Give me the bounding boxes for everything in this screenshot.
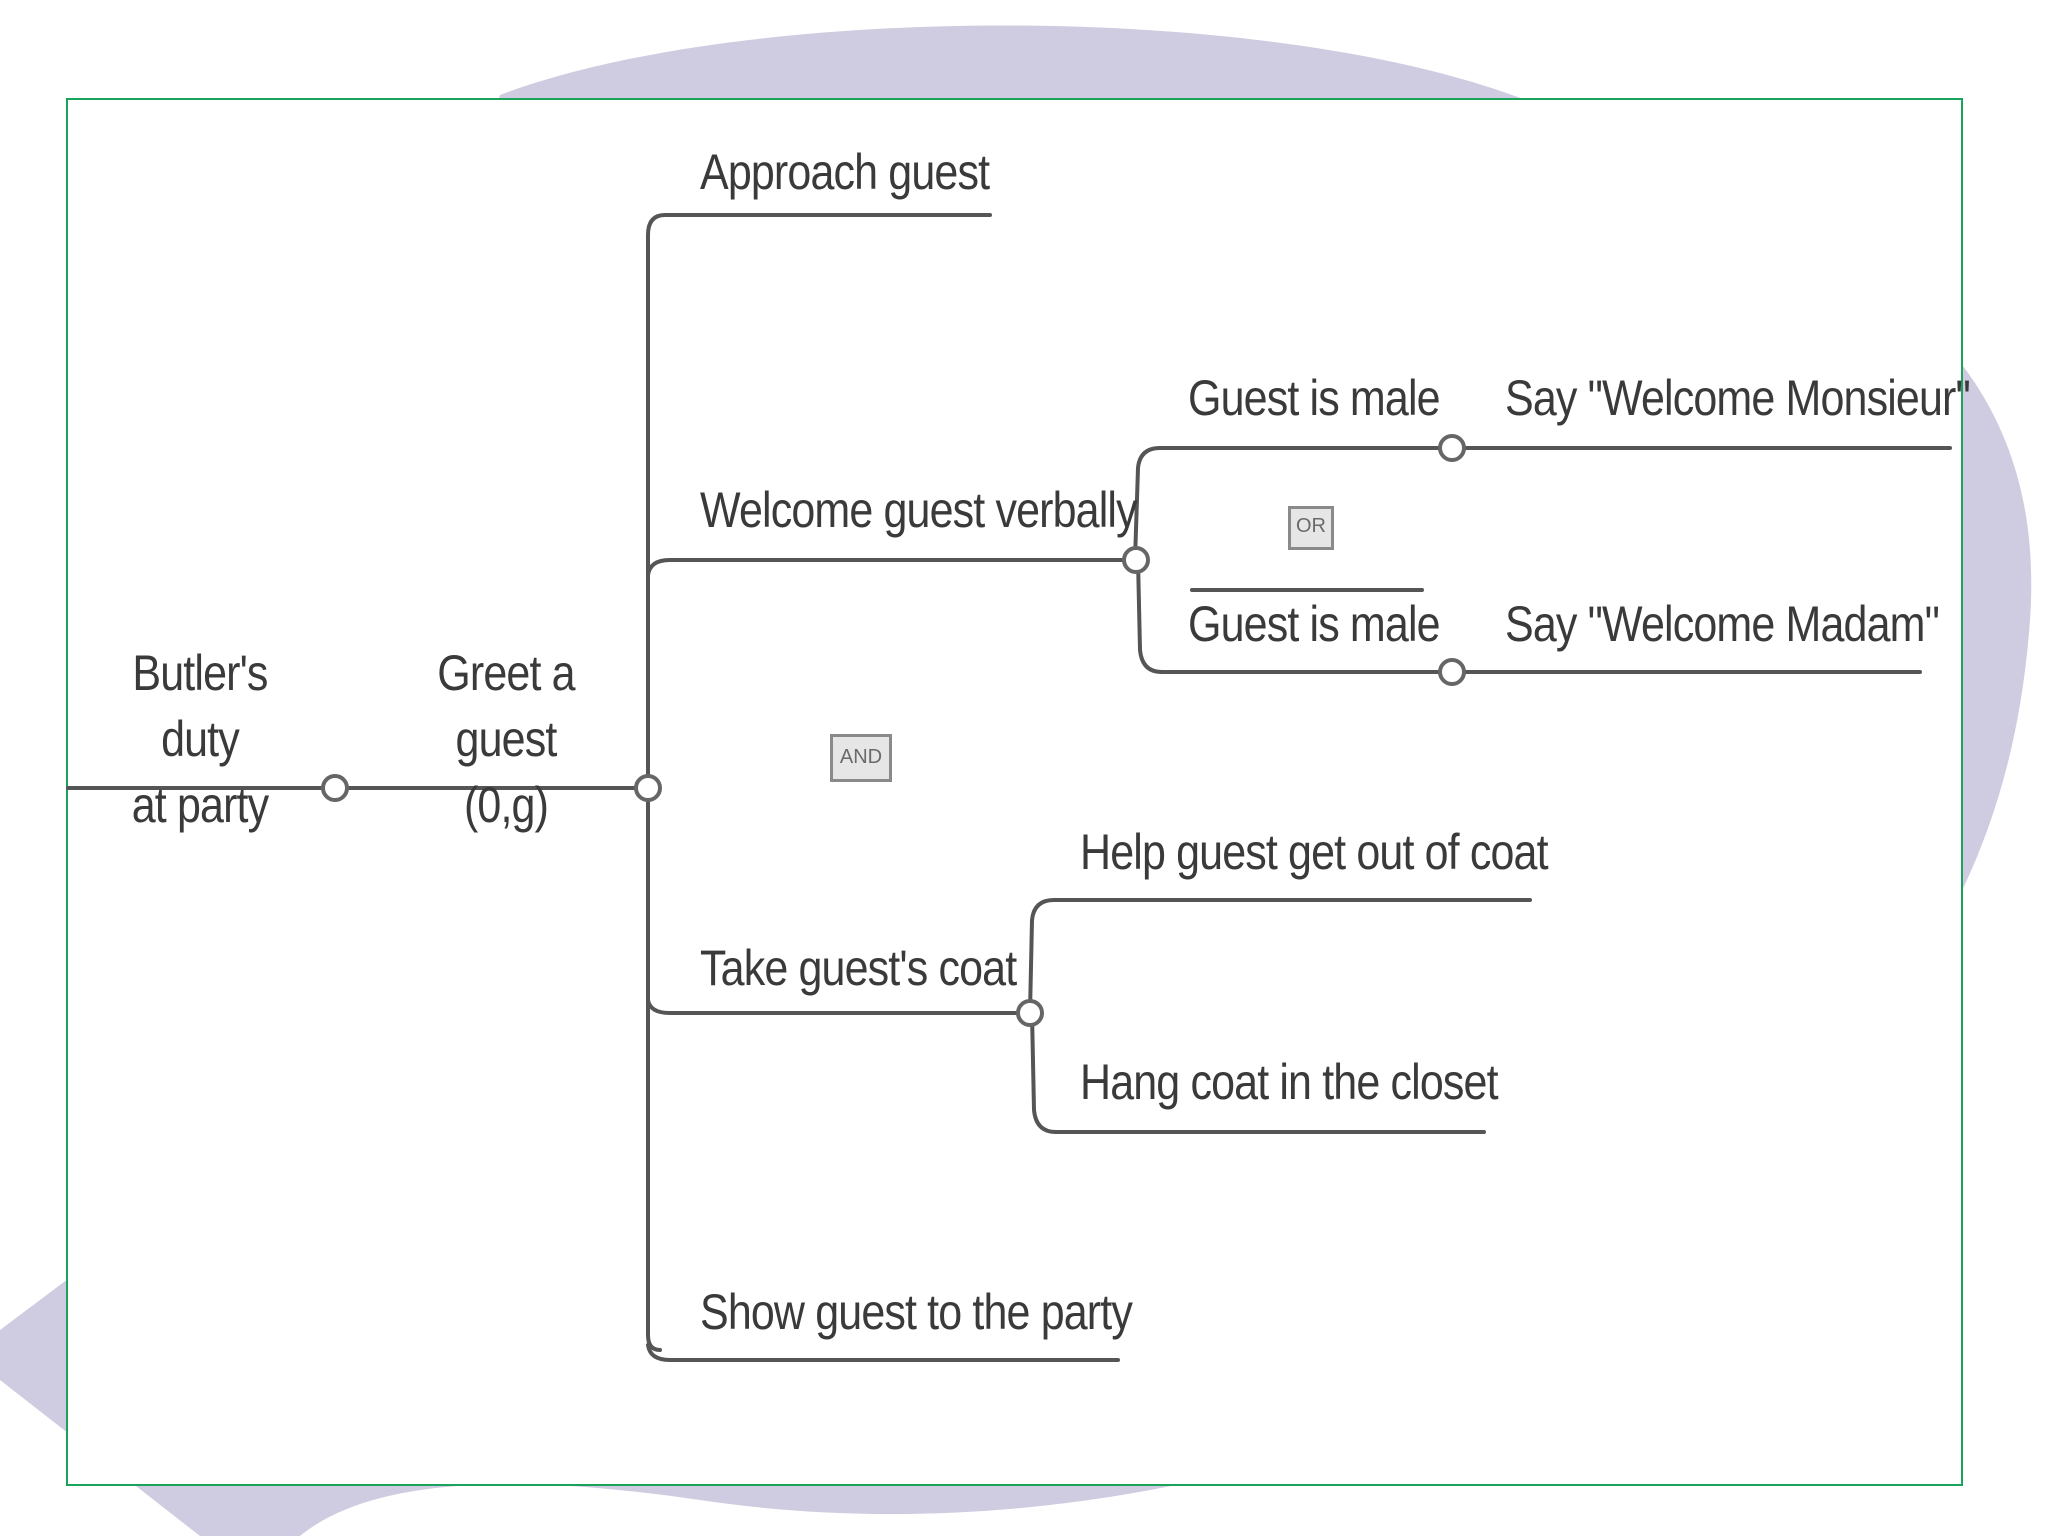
or-badge: OR xyxy=(1288,506,1334,550)
node-root-label: Butler's duty at party xyxy=(131,645,269,833)
node-welcome-label: Welcome guest verbally xyxy=(700,482,1138,538)
node-say-madam-label: Say "Welcome Madam" xyxy=(1505,596,1940,652)
junction-coat xyxy=(1016,999,1044,1027)
spine-coat xyxy=(1028,898,1532,1015)
node-goal-label: Greet a guest (0,g) xyxy=(437,645,575,833)
and-badge: AND xyxy=(830,734,892,782)
junction-madam xyxy=(1438,658,1466,686)
spine-welcome xyxy=(1133,446,1952,562)
node-hang-coat-label: Hang coat in the closet xyxy=(1080,1054,1499,1110)
diagram-frame xyxy=(66,98,1963,1486)
edge-show-party xyxy=(646,1343,1120,1362)
node-take-coat-label: Take guest's coat xyxy=(700,940,1017,996)
junction-root xyxy=(321,774,349,802)
node-show-party-label: Show guest to the party xyxy=(700,1284,1133,1340)
edge-take-coat xyxy=(646,998,1032,1015)
node-approach-label: Approach guest xyxy=(700,144,990,200)
edge-welcome xyxy=(646,558,1137,577)
edge-welcome-madam xyxy=(1136,558,1922,674)
junction-goal xyxy=(634,774,662,802)
node-say-monsieur-label: Say "Welcome Monsieur" xyxy=(1505,370,1971,426)
node-help-coat-label: Help guest get out of coat xyxy=(1080,824,1549,880)
node-guest-male-1-label: Guest is male xyxy=(1188,370,1441,426)
node-guest-male-2-label: Guest is male xyxy=(1188,596,1441,652)
junction-monsieur xyxy=(1438,434,1466,462)
junction-welcome xyxy=(1122,546,1150,574)
edge-coat-hang xyxy=(1030,1011,1486,1134)
